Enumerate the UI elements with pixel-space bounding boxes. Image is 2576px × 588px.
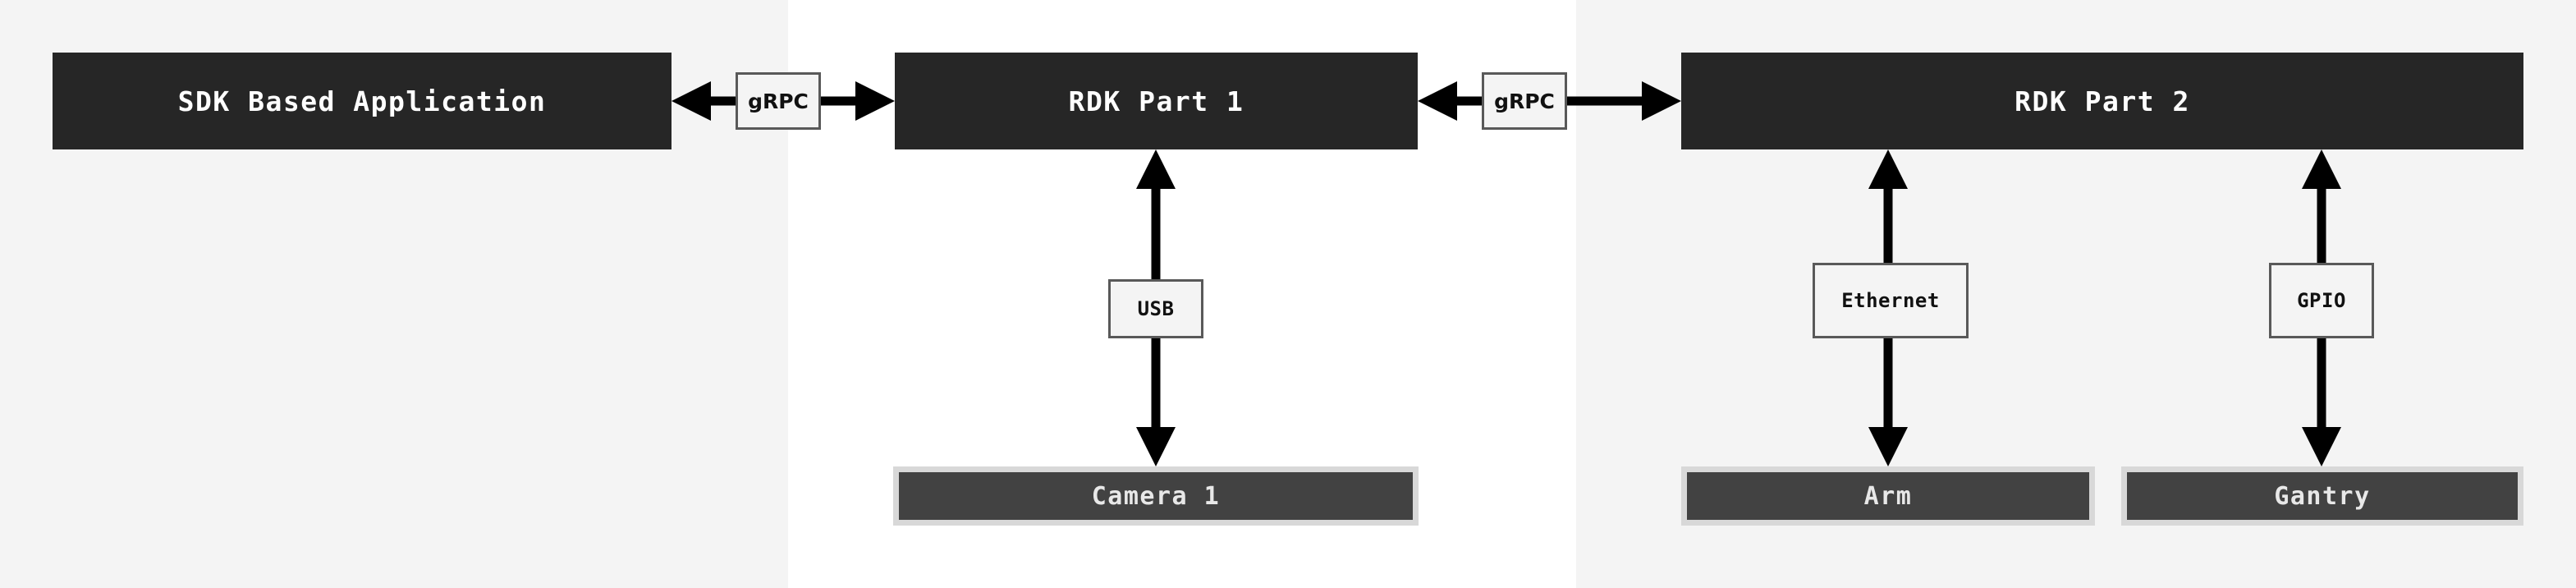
node-camera-1-inner: Camera 1 bbox=[899, 472, 1413, 520]
node-sdk-based-application[interactable]: SDK Based Application bbox=[53, 53, 672, 149]
edge-label-grpc-right[interactable]: gRPC bbox=[1482, 72, 1567, 130]
edge-label-ethernet[interactable]: Ethernet bbox=[1813, 263, 1969, 338]
edge-label-grpc-right-text: gRPC bbox=[1494, 89, 1555, 113]
node-gantry-label: Gantry bbox=[2274, 481, 2371, 511]
node-rdk-part-2[interactable]: RDK Part 2 bbox=[1681, 53, 2523, 149]
node-camera-1[interactable]: Camera 1 bbox=[893, 466, 1419, 526]
node-arm-inner: Arm bbox=[1687, 472, 2089, 520]
edge-label-gpio-text: GPIO bbox=[2297, 289, 2346, 312]
edge-label-gpio[interactable]: GPIO bbox=[2269, 263, 2374, 338]
node-arm-label: Arm bbox=[1863, 481, 1913, 511]
edge-label-grpc-left-text: gRPC bbox=[748, 89, 809, 113]
node-gantry-inner: Gantry bbox=[2127, 472, 2518, 520]
node-rdk-part-2-label: RDK Part 2 bbox=[2015, 85, 2190, 117]
edge-label-usb[interactable]: USB bbox=[1108, 279, 1203, 338]
edge-label-grpc-left[interactable]: gRPC bbox=[736, 72, 821, 130]
node-rdk-part-1-label: RDK Part 1 bbox=[1068, 85, 1244, 117]
node-camera-1-label: Camera 1 bbox=[1091, 481, 1221, 511]
node-arm[interactable]: Arm bbox=[1681, 466, 2095, 526]
node-sdk-based-application-label: SDK Based Application bbox=[177, 85, 547, 117]
node-gantry[interactable]: Gantry bbox=[2121, 466, 2523, 526]
edge-label-ethernet-text: Ethernet bbox=[1841, 289, 1940, 312]
node-rdk-part-1[interactable]: RDK Part 1 bbox=[895, 53, 1418, 149]
edge-label-usb-text: USB bbox=[1137, 297, 1175, 320]
